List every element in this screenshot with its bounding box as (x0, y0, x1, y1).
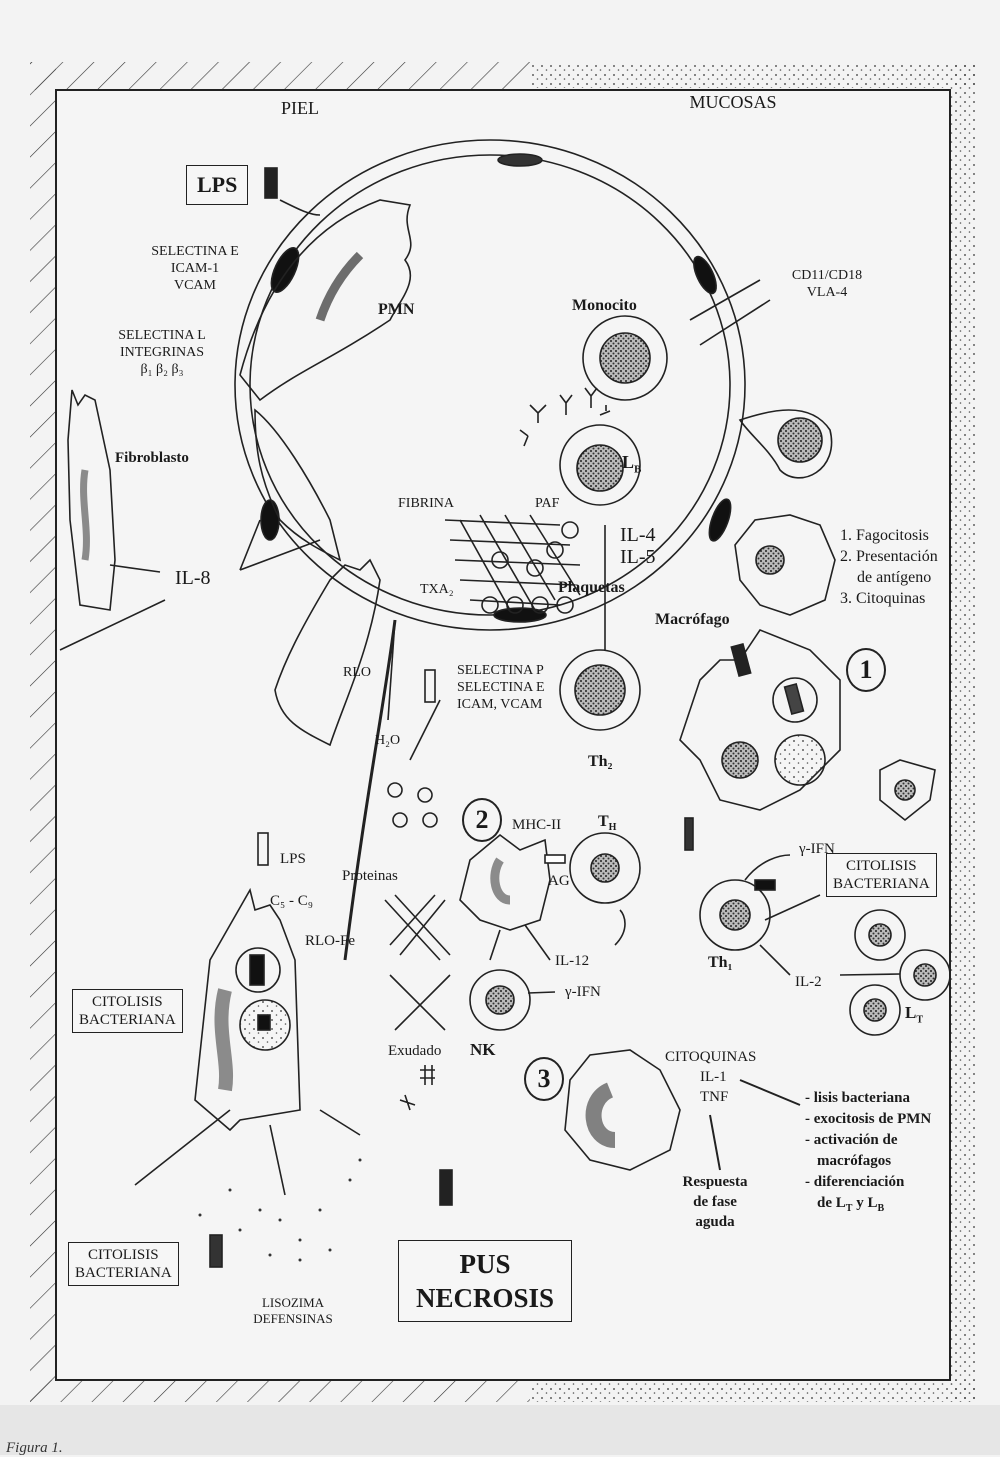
macrophage-cytokine (564, 1049, 681, 1171)
step-1-badge: 1 (846, 648, 886, 692)
tnf-label: TNF (700, 1089, 729, 1105)
th1-cell (699, 879, 771, 951)
nk-label: NK (470, 1040, 496, 1059)
monocyte-label: Monocito (572, 297, 637, 314)
step-3-badge: 3 (524, 1057, 564, 1101)
th2-label: Th₂ (588, 753, 613, 770)
mhc-label: MHC-II (512, 817, 562, 833)
region-label-mucosa: MUCOSAS (689, 92, 777, 112)
il12-label: IL-12 (555, 953, 590, 969)
paf-label: PAF (535, 496, 560, 511)
pmn-transmigrating (254, 408, 342, 562)
macrophage-label: Macrófago (655, 611, 730, 628)
il2-label: IL-2 (795, 974, 822, 990)
txa2-label: TXA₂ (420, 582, 454, 597)
lps-bar (264, 167, 278, 199)
th-cell-outline (684, 817, 694, 851)
lb-cell (559, 424, 641, 506)
region-label-skin: PIEL (281, 98, 319, 118)
nk-cell (469, 969, 531, 1031)
il4-label: IL-4 (620, 524, 656, 546)
proteinas-label: Proteinas (342, 868, 398, 884)
mucosa-dots-bottom (530, 1380, 975, 1402)
cytokine-effects-list: - lisis bacteriana- exocitosis de PMN- a… (805, 1090, 932, 1214)
il1-label: IL-1 (700, 1069, 727, 1085)
mucosa-dots-right (950, 62, 975, 1402)
lt-label: LT (905, 1003, 924, 1026)
ag-label: AG (548, 873, 570, 889)
fibroblast-cell (67, 389, 116, 611)
step-2-badge: 2 (462, 798, 502, 842)
th-label: TH (598, 813, 617, 834)
fibrina-label: FIBRINA (398, 496, 455, 511)
ifn-top-label: γ-IFN (799, 841, 835, 857)
neutrophil-lysis-cell (194, 887, 301, 1132)
macrophage-activated (879, 759, 936, 822)
skin-hatch-top (30, 62, 530, 90)
exudado-label: Exudado (388, 1043, 442, 1059)
vessel-inner (249, 154, 731, 616)
lb-label: LB (622, 452, 642, 476)
th2-cell (559, 649, 641, 731)
macrophage-small (734, 514, 836, 616)
skin-hatch-bottom (30, 1380, 530, 1402)
th1-label: Th₁ (708, 954, 733, 971)
mucosa-dots-top (530, 62, 975, 88)
fibroblast-label: Fibroblasto (115, 450, 189, 466)
lps-small-label: LPS (280, 851, 306, 867)
skin-hatch-left (30, 62, 56, 1402)
c5c9-label: C₅ - C₉ (270, 893, 313, 909)
plaquetas-label: Plaquetas (558, 579, 625, 596)
monocyte (582, 315, 668, 401)
il8-label: IL-8 (175, 567, 211, 589)
vessel-outer (234, 139, 746, 631)
il5-label: IL-5 (620, 546, 656, 568)
pmn-cell (239, 199, 412, 402)
antigen-presenting-cell (459, 833, 551, 931)
h2o-label: H₂O (375, 733, 401, 748)
lps-box: LPS (186, 165, 249, 206)
rlo-label: RLO (343, 665, 371, 680)
citoquinas-label: CITOQUINAS (665, 1049, 757, 1065)
pmn-label: PMN (378, 301, 415, 318)
th-cell (569, 832, 641, 904)
rlofe-label: RLO-Fe (305, 933, 355, 949)
ifn-nk-label: γ-IFN (565, 984, 601, 1000)
figure-caption: Figura 1. (6, 1440, 63, 1456)
